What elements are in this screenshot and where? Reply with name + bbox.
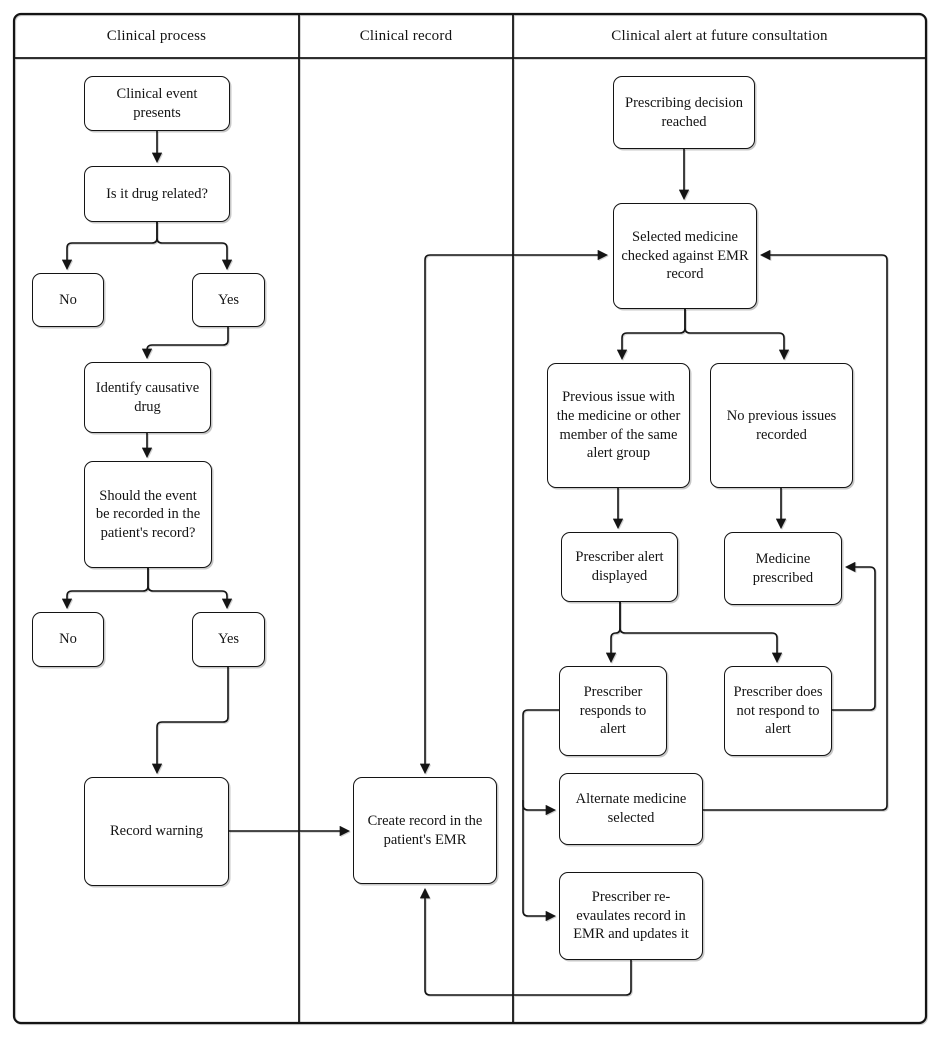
- connector-responds-to-alternate: [522, 800, 557, 816]
- node-prescriber-does-not-respond: Prescriber does not respond to alert: [724, 666, 832, 756]
- outer-frame: [12, 12, 928, 1025]
- node-prescriber-reevaluates-record: Prescriber re-evaulates record in EMR an…: [559, 872, 703, 960]
- connector-create-selected-link: [419, 249, 609, 775]
- lane-header-clinical-record: Clinical record: [359, 27, 453, 44]
- connector-question-to-no: [61, 222, 158, 271]
- connector-should-to-no: [61, 568, 149, 610]
- node-no-drug-related: No: [32, 273, 104, 327]
- node-selected-medicine-checked: Selected medicine checked against EMR re…: [613, 203, 757, 309]
- lane-header-clinical-alert: Clinical alert at future consultation: [611, 27, 828, 44]
- connector-yes-to-warning: [151, 667, 229, 775]
- node-medicine-prescribed: Medicine prescribed: [724, 532, 842, 605]
- connector-alert-to-notrespond: [619, 602, 783, 664]
- node-clinical-event-presents: Clinical event presents: [84, 76, 230, 131]
- node-no-previous-issues: No previous issues recorded: [710, 363, 853, 488]
- node-prescriber-alert-displayed: Prescriber alert displayed: [561, 532, 678, 602]
- connector-yes-to-identify: [141, 327, 229, 360]
- connector-should-to-yes: [147, 568, 233, 610]
- node-prescriber-responds: Prescriber responds to alert: [559, 666, 667, 756]
- lane-header-clinical-process: Clinical process: [106, 27, 207, 44]
- node-alternate-medicine-selected: Alternate medicine selected: [559, 773, 703, 845]
- connector-responds-to-reevaluates: [522, 709, 559, 922]
- node-should-event-be-recorded: Should the event be recorded in the pati…: [84, 461, 212, 568]
- connector-notrespond-to-prescribed: [832, 561, 876, 711]
- connector-alternate-to-selected: [703, 249, 888, 811]
- connector-selected-to-previous: [616, 309, 686, 361]
- connector-reevaluates-to-create: [419, 887, 632, 996]
- node-prescribing-decision-reached: Prescribing decision reached: [613, 76, 755, 149]
- node-identify-causative-drug: Identify causative drug: [84, 362, 211, 433]
- connector-question-to-yes: [156, 222, 233, 271]
- connector-alert-to-responds: [605, 602, 621, 664]
- node-no-record: No: [32, 612, 104, 667]
- node-yes-drug-related: Yes: [192, 273, 265, 327]
- node-is-it-drug-related: Is it drug related?: [84, 166, 230, 222]
- node-previous-issue-with-medicine: Previous issue with the medicine or othe…: [547, 363, 690, 488]
- node-create-record-in-emr: Create record in the patient's EMR: [353, 777, 497, 884]
- node-yes-record: Yes: [192, 612, 265, 667]
- connector-selected-to-noprev: [684, 309, 790, 361]
- node-record-warning: Record warning: [84, 777, 229, 886]
